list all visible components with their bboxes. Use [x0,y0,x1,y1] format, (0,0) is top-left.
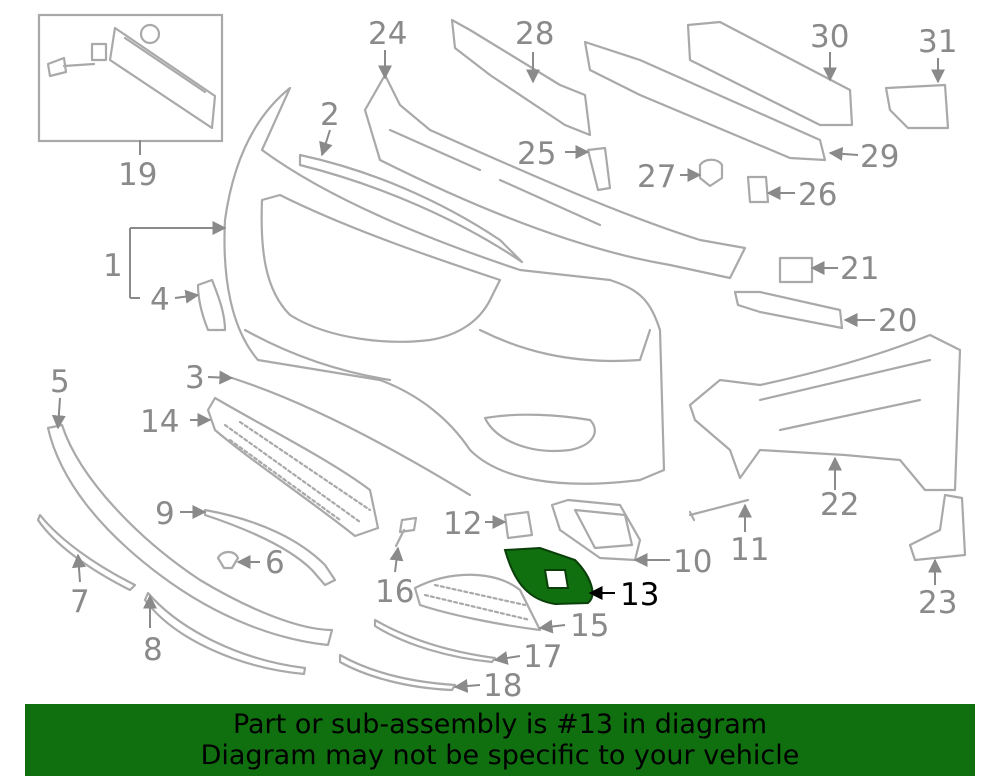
parts-diagram: 1 2 3 4 5 6 7 8 9 10 11 12 13 14 15 16 1… [36,13,967,700]
callout-12: 12 [443,506,482,542]
part-18 [338,653,457,692]
part-20 [733,290,844,330]
callout-9: 9 [155,496,175,532]
part-bumper-cover [223,86,666,485]
part-2-strip [298,153,524,264]
part-31 [884,83,950,130]
part-13-highlighted [503,546,594,606]
callout-13: 13 [620,577,659,613]
callout-8: 8 [143,632,163,668]
banner-line-2: Diagram may not be specific to your vehi… [200,740,800,771]
callout-22: 22 [820,487,859,523]
inset-box-19 [37,13,224,143]
callout-11: 11 [730,532,769,568]
callout-4: 4 [150,282,170,318]
part-9 [203,508,337,587]
banner-line-1: Part or sub-assembly is #13 in diagram [232,709,768,740]
callout-16: 16 [375,574,414,610]
callout-30: 30 [810,19,849,55]
callout-15: 15 [570,608,609,644]
part-26 [746,175,770,204]
callout-20: 20 [878,303,917,339]
callout-17: 17 [523,639,562,675]
part-5 [46,423,334,647]
callout-27: 27 [637,159,676,195]
part-27 [698,158,724,188]
callout-labels: 1 2 3 4 5 6 7 8 9 10 11 12 13 14 15 16 1… [50,16,957,700]
part-23 [908,493,967,562]
callout-23: 23 [918,585,957,621]
callout-3: 3 [185,360,205,396]
part-21 [778,256,814,284]
part-6 [216,550,240,570]
callout-10: 10 [673,544,712,580]
callout-21: 21 [840,251,879,287]
callout-5: 5 [50,364,70,400]
info-banner: Part or sub-assembly is #13 in diagram D… [25,704,975,776]
callout-18: 18 [483,668,522,700]
part-22 [688,333,962,492]
callout-14: 14 [140,404,179,440]
part-24 [363,73,747,280]
callout-28: 28 [515,16,554,52]
part-4 [196,278,227,332]
part-30 [686,20,854,127]
callout-6: 6 [265,545,285,581]
part-12 [503,510,534,540]
callout-1: 1 [103,248,123,284]
callout-19: 19 [118,157,157,193]
callout-7: 7 [70,584,90,620]
part-3 [230,376,472,497]
callout-29: 29 [860,139,899,175]
part-25 [586,146,612,192]
part-7 [36,513,137,592]
part-29 [583,40,827,162]
callout-31: 31 [918,24,957,60]
leader-lines [51,50,945,693]
part-10 [550,498,642,562]
part-14-grille [206,396,380,538]
part-17 [373,618,497,664]
callout-2: 2 [320,97,340,133]
part-8 [143,591,307,676]
part-28 [450,18,592,137]
callout-25: 25 [517,136,556,172]
part-16 [394,516,418,548]
part-11 [688,498,750,522]
callout-26: 26 [798,177,837,213]
callout-24: 24 [368,16,407,52]
